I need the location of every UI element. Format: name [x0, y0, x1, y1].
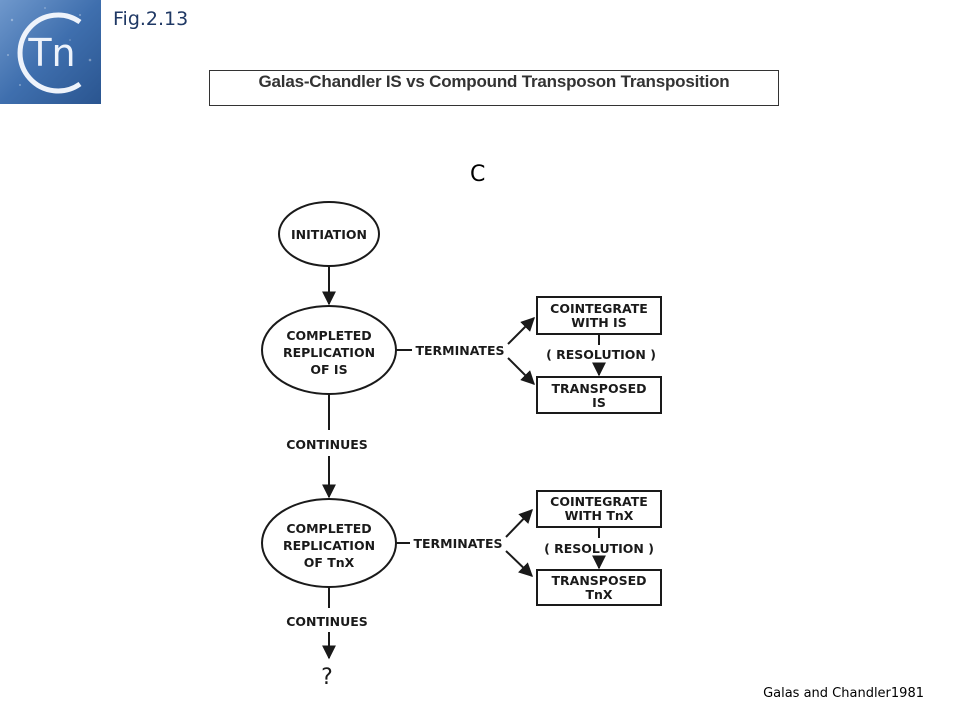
panel-letter: C — [470, 162, 486, 187]
citation: Galas and Chandler1981 — [763, 686, 924, 701]
resolution-label-1: ( RESOLUTION ) — [546, 347, 656, 362]
completed-is-line-2: REPLICATION — [283, 345, 375, 360]
cointegrate-is-line-1: COINTEGRATE — [550, 301, 648, 316]
arrow-terminates-to-cointegrate-tnx — [505, 508, 533, 538]
transposed-tnx-box — [536, 569, 662, 606]
arrow-terminates-to-transposed-is — [507, 357, 535, 385]
arrow-terminates-to-transposed-tnx — [505, 550, 534, 577]
tn-logo-icon: Tn — [0, 0, 101, 104]
tn-logo-text: Tn — [27, 31, 75, 75]
completed-tnx-line-1: COMPLETED — [286, 521, 371, 536]
page-title: Galas-Chandler IS vs Compound Transposon… — [209, 70, 779, 106]
cointegrate-tnx-line-1: COINTEGRATE — [550, 494, 648, 509]
continues-label-2: CONTINUES — [286, 614, 368, 629]
terminates-label-1: TERMINATES — [415, 343, 504, 358]
completed-tnx-line-2: REPLICATION — [283, 538, 375, 553]
initiation-label: INITIATION — [291, 227, 367, 242]
completed-is-line-1: COMPLETED — [286, 328, 371, 343]
terminates-label-2: TERMINATES — [413, 536, 502, 551]
resolution-label-2: ( RESOLUTION ) — [544, 541, 654, 556]
cointegrate-is-line-2: WITH IS — [571, 315, 626, 330]
transposed-is-box — [536, 376, 662, 414]
continues-label-1: CONTINUES — [286, 437, 368, 452]
transposed-is-line-2: IS — [592, 395, 606, 410]
completed-tnx-line-3: OF TnX — [304, 555, 355, 570]
arrow-terminates-to-cointegrate-is — [507, 317, 535, 345]
completed-is-line-3: OF IS — [310, 362, 347, 377]
cointegrate-tnx-line-2: WITH TnX — [565, 508, 634, 523]
transposed-is-line-1: TRANSPOSED — [552, 381, 647, 396]
transposed-tnx-line-2: TnX — [585, 587, 612, 602]
question-mark: ? — [321, 665, 333, 690]
figure-label: Fig.2.13 — [113, 8, 189, 30]
transposed-tnx-line-1: TRANSPOSED — [552, 573, 647, 588]
